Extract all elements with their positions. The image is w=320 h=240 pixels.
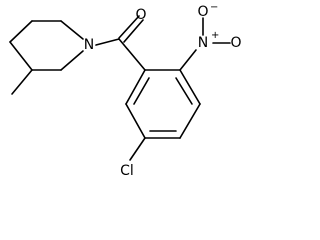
carbonyl-oxygen-label: O bbox=[135, 7, 146, 23]
bond-co-double-b bbox=[123, 19, 144, 43]
bond-c6-n bbox=[60, 50, 84, 71]
bond-ring-chlorine bbox=[129, 137, 146, 161]
molecule-drawing: O N N + O − O Cl bbox=[9, 2, 242, 179]
benzene-ring bbox=[125, 69, 201, 139]
chlorine-label: Cl bbox=[120, 163, 134, 179]
bond-ar6-ar1 bbox=[125, 69, 146, 105]
bond-c3-c4 bbox=[9, 20, 33, 43]
bond-methyl bbox=[11, 69, 33, 95]
bond-c4-c5 bbox=[9, 41, 33, 71]
nitro-plus-charge: + bbox=[211, 30, 219, 41]
nitro-oxygen-up-label: O bbox=[197, 4, 208, 20]
ring-nitrogen-label: N bbox=[84, 37, 94, 53]
bond-ar3-ar4 bbox=[179, 103, 201, 139]
bond-ar2-ar3 bbox=[179, 69, 201, 105]
bond-carbonyl-ring bbox=[118, 38, 146, 71]
nitro-oxygen-right-label: O bbox=[230, 35, 241, 51]
bond-n-c2 bbox=[60, 20, 84, 40]
bond-ring-nitro bbox=[179, 49, 197, 71]
nitro-nitrogen-label: N bbox=[198, 35, 208, 51]
bond-ar5-ar6 bbox=[125, 103, 146, 139]
structure-diagram: O N N + O − O Cl bbox=[9, 2, 242, 179]
inner-double-bond-1 bbox=[133, 77, 150, 105]
piperidine-ring bbox=[9, 20, 84, 95]
carbonyl-group bbox=[95, 15, 146, 71]
inner-double-bond-2 bbox=[175, 77, 193, 105]
bond-n-carbonyl bbox=[95, 38, 120, 46]
nitro-oxygen-minus-charge: − bbox=[210, 2, 218, 13]
bond-co-double-a bbox=[118, 15, 140, 39]
